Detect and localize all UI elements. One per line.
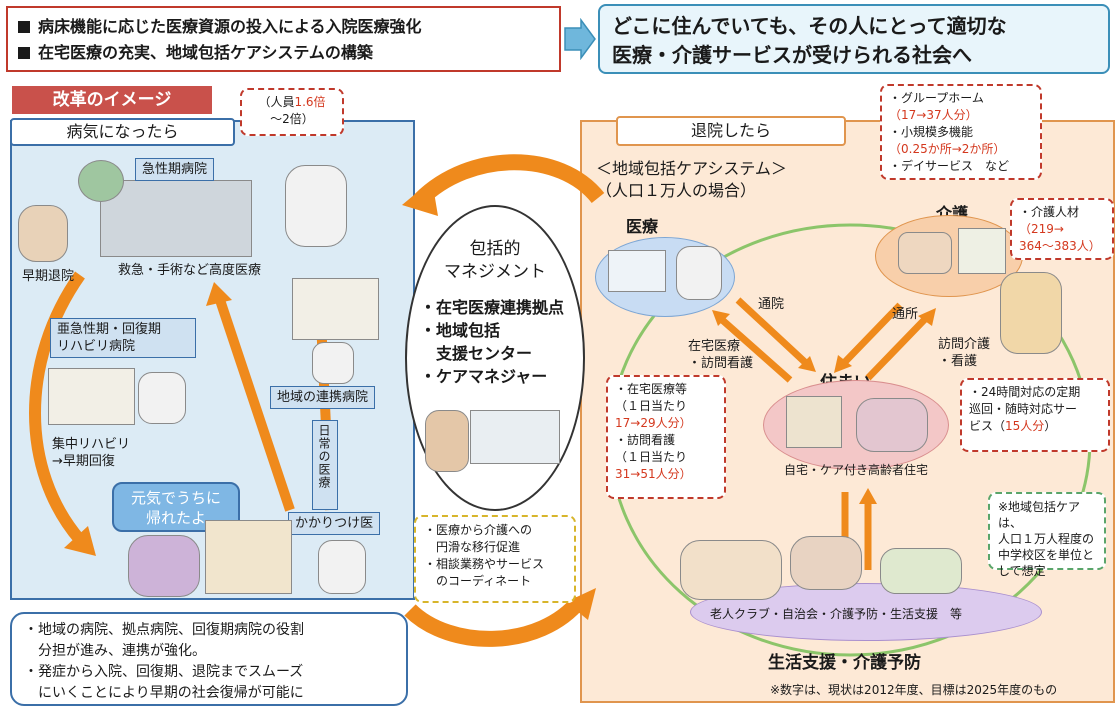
header-line-1: 病床機能に応じた医療資源の投入による入院医療強化 <box>18 14 549 40</box>
house-figure <box>205 520 292 594</box>
region-note: ※地域包括ケアは、 人口１万人程度の 中学校区を単位と して想定 <box>988 492 1106 578</box>
left-panel-title: 病気になったら <box>10 118 235 146</box>
caregiver-figure <box>1000 272 1062 354</box>
rehab-hospital-building <box>48 368 135 425</box>
regional-hospital-building <box>292 278 379 340</box>
rehab-staff-figure <box>138 372 186 424</box>
staff-ratio-note: （人員1.6倍 〜2倍） <box>240 88 344 136</box>
doctor-figure <box>78 160 124 202</box>
care-facility-figure <box>958 228 1006 274</box>
group-home-box: ・グループホーム （17→37人分） ・小規模多機能 （0.25か所→2か所） … <box>880 84 1042 180</box>
acute-hospital-building <box>100 180 252 257</box>
medical-staff-figure <box>285 165 347 247</box>
header-goal-line-1: どこに住んでいても、その人にとって適切な <box>612 14 1007 38</box>
acute-caption: 救急・手術など高度医療 <box>118 263 262 278</box>
home-caption: 自宅・ケア付き高齢者住宅 <box>784 463 929 477</box>
life-support-label: 生活支援・介護予防 <box>768 653 921 673</box>
outpatient-label: 通院 <box>758 297 785 312</box>
header-arrow-icon <box>564 18 596 60</box>
footnote: ※数字は、現状は2012年度、目標は2025年度のもの <box>770 683 1058 697</box>
volunteers-figure <box>880 548 962 594</box>
system-title: ＜地域包括ケアシステム＞ （人口１万人の場合） <box>596 159 787 200</box>
left-bottom-notes: ・地域の病院、拠点病院、回復期病院の役割 分担が進み、連携が強化。 ・発症から入… <box>10 612 408 706</box>
oval-items: ・在宅医療連携拠点 ・地域包括 支援センター ・ケアマネジャー <box>420 298 565 386</box>
reform-image-label: 改革のイメージ <box>12 86 212 114</box>
care-manager-figure <box>425 410 469 472</box>
coordination-notes: ・医療から介護への 円滑な移行促進 ・相談業務やサービス のコーディネート <box>414 515 576 603</box>
header-right-box: どこに住んでいても、その人にとって適切な 医療・介護サービスが受けられる社会へ <box>598 4 1110 74</box>
right-panel-title: 退院したら <box>616 116 846 146</box>
exercise-figure <box>790 536 862 590</box>
elderly-person-figure <box>128 535 200 597</box>
header-line-2: 在宅医療の充実、地域包括ケアシステムの構築 <box>18 40 549 66</box>
home-house-figure <box>786 396 842 448</box>
community-caption: 老人クラブ・自治会・介護予防・生活支援 等 <box>710 607 963 621</box>
daily-care-label: 日常の医療 <box>312 420 338 510</box>
header-left-box: 病床機能に応じた医療資源の投入による入院医療強化 在宅医療の充実、地域包括ケアシ… <box>6 6 561 72</box>
doctor-icon <box>676 246 722 300</box>
early-discharge-label: 早期退院 <box>22 269 75 284</box>
center-building-figure <box>470 410 560 464</box>
acute-hospital-label: 急性期病院 <box>135 158 215 181</box>
family-figure <box>856 398 928 452</box>
patrol-service-box: ・24時間対応の定期 巡回・随時対応サー ビス（15人分） <box>960 378 1110 452</box>
family-doctor-figure <box>318 540 366 594</box>
regional-doctor-figure <box>312 342 354 384</box>
rehab-caption: 集中リハビリ →早期回復 <box>52 437 131 469</box>
commute-care-label: 通所 <box>892 307 919 322</box>
care-staff-box: ・介護人材 （219→ 364〜383人） <box>1010 198 1114 260</box>
oval-title: 包括的 マネジメント <box>444 239 546 282</box>
clinic-building-figure <box>608 250 666 292</box>
elderly-group-figure <box>680 540 782 600</box>
wheelchair-patient-figure <box>18 205 68 262</box>
header-goal-line-2: 医療・介護サービスが受けられる社会へ <box>612 43 972 67</box>
subacute-label: 亜急性期・回復期 リハビリ病院 <box>50 318 196 358</box>
family-doctor-label: かかりつけ医 <box>288 512 381 535</box>
home-medical-label: 在宅医療 ・訪問看護 <box>688 339 754 371</box>
regional-hospital-label: 地域の連携病院 <box>270 386 376 409</box>
visit-care-label: 訪問介護 ・看護 <box>938 337 991 369</box>
bathing-care-figure <box>898 232 952 274</box>
medical-label: 医療 <box>626 217 659 236</box>
home-medical-box: ・在宅医療等 （１日当たり 17→29人分） ・訪問看護 （１日当たり 31→5… <box>606 375 726 499</box>
